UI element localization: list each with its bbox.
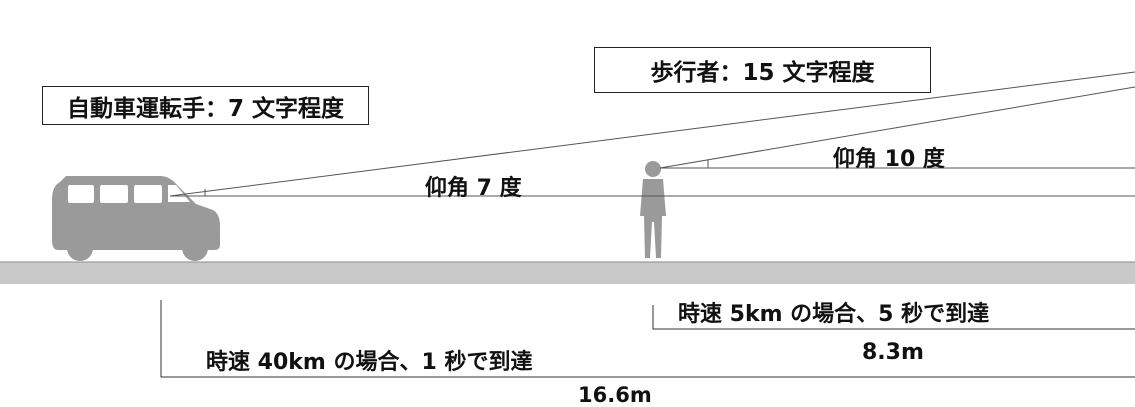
- pedestrian-reading-text: 歩行者：15 文字程度: [650, 60, 875, 86]
- driver-elevation-angle-label: 仰角 7 度: [425, 176, 522, 201]
- driver-reading-text: 自動車運転手：7 文字程度: [66, 95, 344, 122]
- car-distance-bracket: [160, 300, 1135, 378]
- pedestrian-distance-bracket: [652, 305, 1135, 330]
- pedestrian-silhouette: [640, 161, 666, 258]
- pedestrian-sight-line: [659, 86, 1135, 169]
- ground: [0, 262, 1135, 284]
- car-speed-label: 時速 40km の場合、1 秒で到達: [206, 350, 533, 375]
- pedestrian-reading-box: 歩行者：15 文字程度: [594, 47, 931, 93]
- driver-sight-line: [169, 71, 1135, 197]
- driver-reading-box: 自動車運転手：7 文字程度: [42, 86, 369, 125]
- car-distance-label: 16.6m: [578, 383, 652, 407]
- pedestrian-distance-label: 8.3m: [862, 340, 924, 365]
- pedestrian-elevation-angle-label: 仰角 10 度: [833, 147, 945, 172]
- pedestrian-speed-label: 時速 5km の場合、5 秒で到達: [678, 302, 990, 327]
- car-windows: [68, 185, 190, 203]
